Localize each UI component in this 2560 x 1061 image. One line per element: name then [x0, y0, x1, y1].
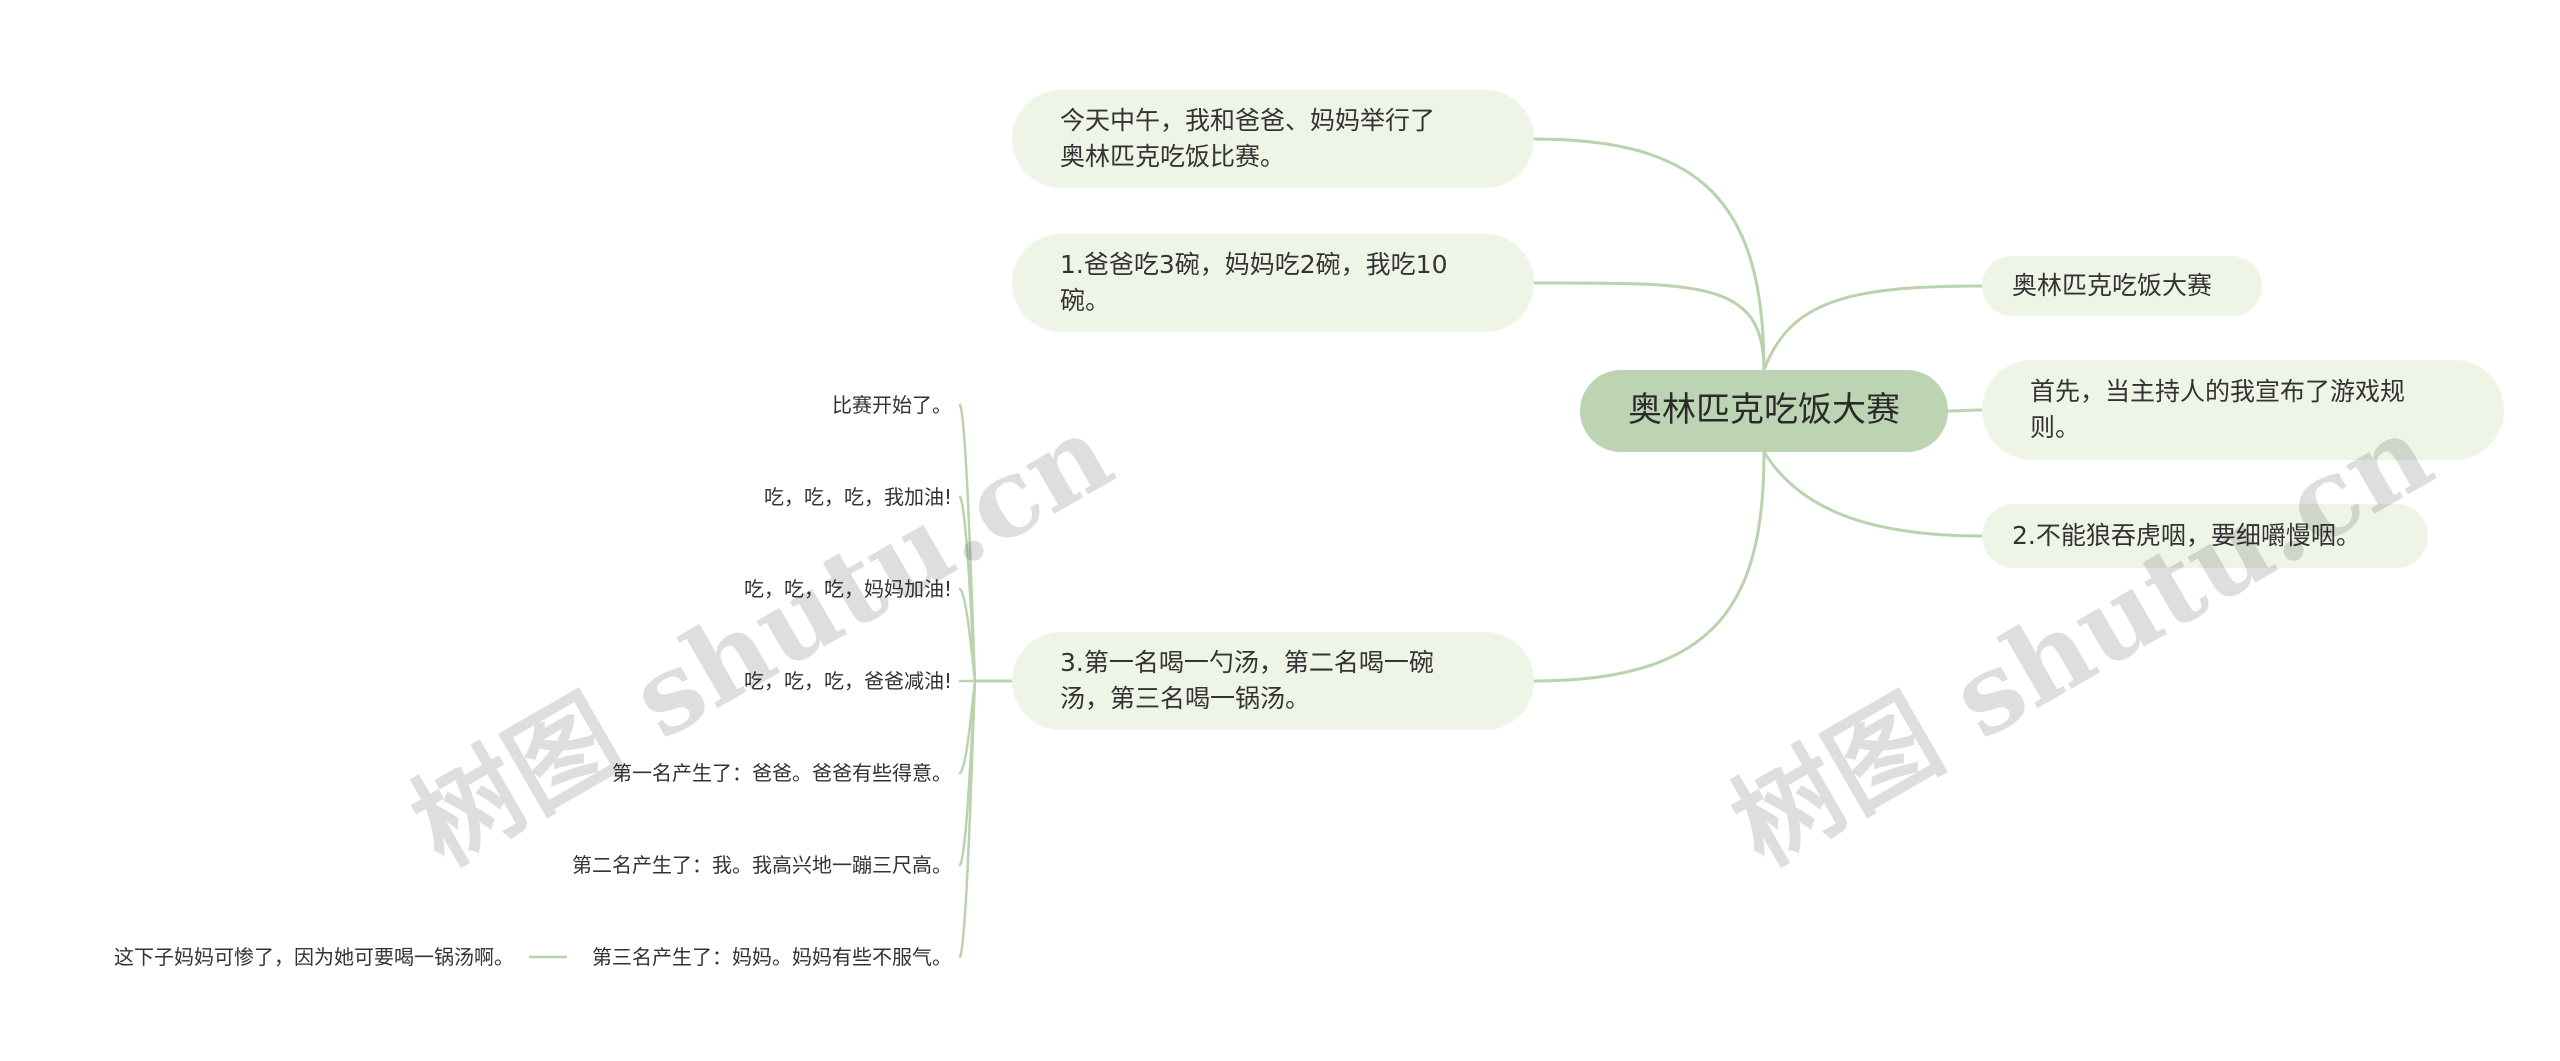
- branch-title[interactable]: 奥林匹克吃饭大赛: [1982, 256, 2262, 316]
- leaf-label: 吃，吃，吃，我加油!: [763, 484, 952, 509]
- leaf-label: 第三名产生了：妈妈。妈妈有些不服气。: [592, 944, 952, 969]
- branch-label: 今天中午，我和爸爸、妈妈举行了 奥林匹克吃饭比赛。: [1060, 105, 1436, 171]
- leaf-first-place[interactable]: 第一名产生了：爸爸。爸爸有些得意。: [500, 756, 952, 790]
- root-label: 奥林匹克吃饭大赛: [1628, 390, 1900, 431]
- branch-label: 2.不能狼吞虎咽，要细嚼慢咽。: [2012, 520, 2361, 550]
- leaf-label: 这下子妈妈可惨了，因为她可要喝一锅汤啊。: [114, 944, 514, 969]
- link-root-title: [1762, 284, 1984, 372]
- leaf-cheer-dad[interactable]: 吃，吃，吃，爸爸减油!: [560, 664, 952, 698]
- leaf-second-place[interactable]: 第二名产生了：我。我高兴地一蹦三尺高。: [500, 848, 952, 882]
- link-root-rule-1: [1532, 281, 1766, 372]
- branch-host[interactable]: 首先，当主持人的我宣布了游戏规 则。: [1982, 360, 2504, 460]
- leaf-start[interactable]: 比赛开始了。: [560, 388, 952, 422]
- branch-label: 1.爸爸吃3碗，妈妈吃2碗，我吃10 碗。: [1060, 249, 1448, 315]
- leaf-label: 吃，吃，吃，爸爸减油!: [743, 668, 952, 693]
- link-root-rule-3: [1532, 450, 1766, 683]
- leaf-cheer-mom[interactable]: 吃，吃，吃，妈妈加油!: [560, 572, 952, 606]
- branch-intro[interactable]: 今天中午，我和爸爸、妈妈举行了 奥林匹克吃饭比赛。: [1012, 90, 1534, 188]
- leaf-third-place[interactable]: 第三名产生了：妈妈。妈妈有些不服气。: [570, 940, 952, 974]
- leaf-cheer-me[interactable]: 吃，吃，吃，我加油!: [560, 480, 952, 514]
- link-bracket-leaf-6: [958, 679, 977, 959]
- link-root-host: [1946, 408, 1984, 413]
- branch-rule-3[interactable]: 3.第一名喝一勺汤，第二名喝一碗 汤，第三名喝一锅汤。: [1012, 632, 1534, 730]
- branch-rule-1[interactable]: 1.爸爸吃3碗，妈妈吃2碗，我吃10 碗。: [1012, 234, 1534, 332]
- leaf-label: 第二名产生了：我。我高兴地一蹦三尺高。: [572, 852, 952, 877]
- leaf-label: 比赛开始了。: [832, 392, 952, 417]
- leaf-label: 第一名产生了：爸爸。爸爸有些得意。: [612, 760, 952, 785]
- link-bracket-leaf-2: [958, 587, 977, 683]
- root-node[interactable]: 奥林匹克吃饭大赛: [1580, 370, 1948, 452]
- leaf-mom-suffers[interactable]: 这下子妈妈可惨了，因为她可要喝一锅汤啊。: [60, 940, 514, 974]
- link-root-intro: [1532, 137, 1766, 372]
- link-root-rule-2: [1762, 450, 1984, 538]
- leaf-label: 吃，吃，吃，妈妈加油!: [743, 576, 952, 601]
- branch-label: 首先，当主持人的我宣布了游戏规 则。: [2030, 376, 2406, 442]
- branch-label: 奥林匹克吃饭大赛: [2012, 270, 2213, 300]
- branch-label: 3.第一名喝一勺汤，第二名喝一碗 汤，第三名喝一锅汤。: [1060, 647, 1434, 713]
- branch-rule-2[interactable]: 2.不能狼吞虎咽，要细嚼慢咽。: [1982, 504, 2428, 568]
